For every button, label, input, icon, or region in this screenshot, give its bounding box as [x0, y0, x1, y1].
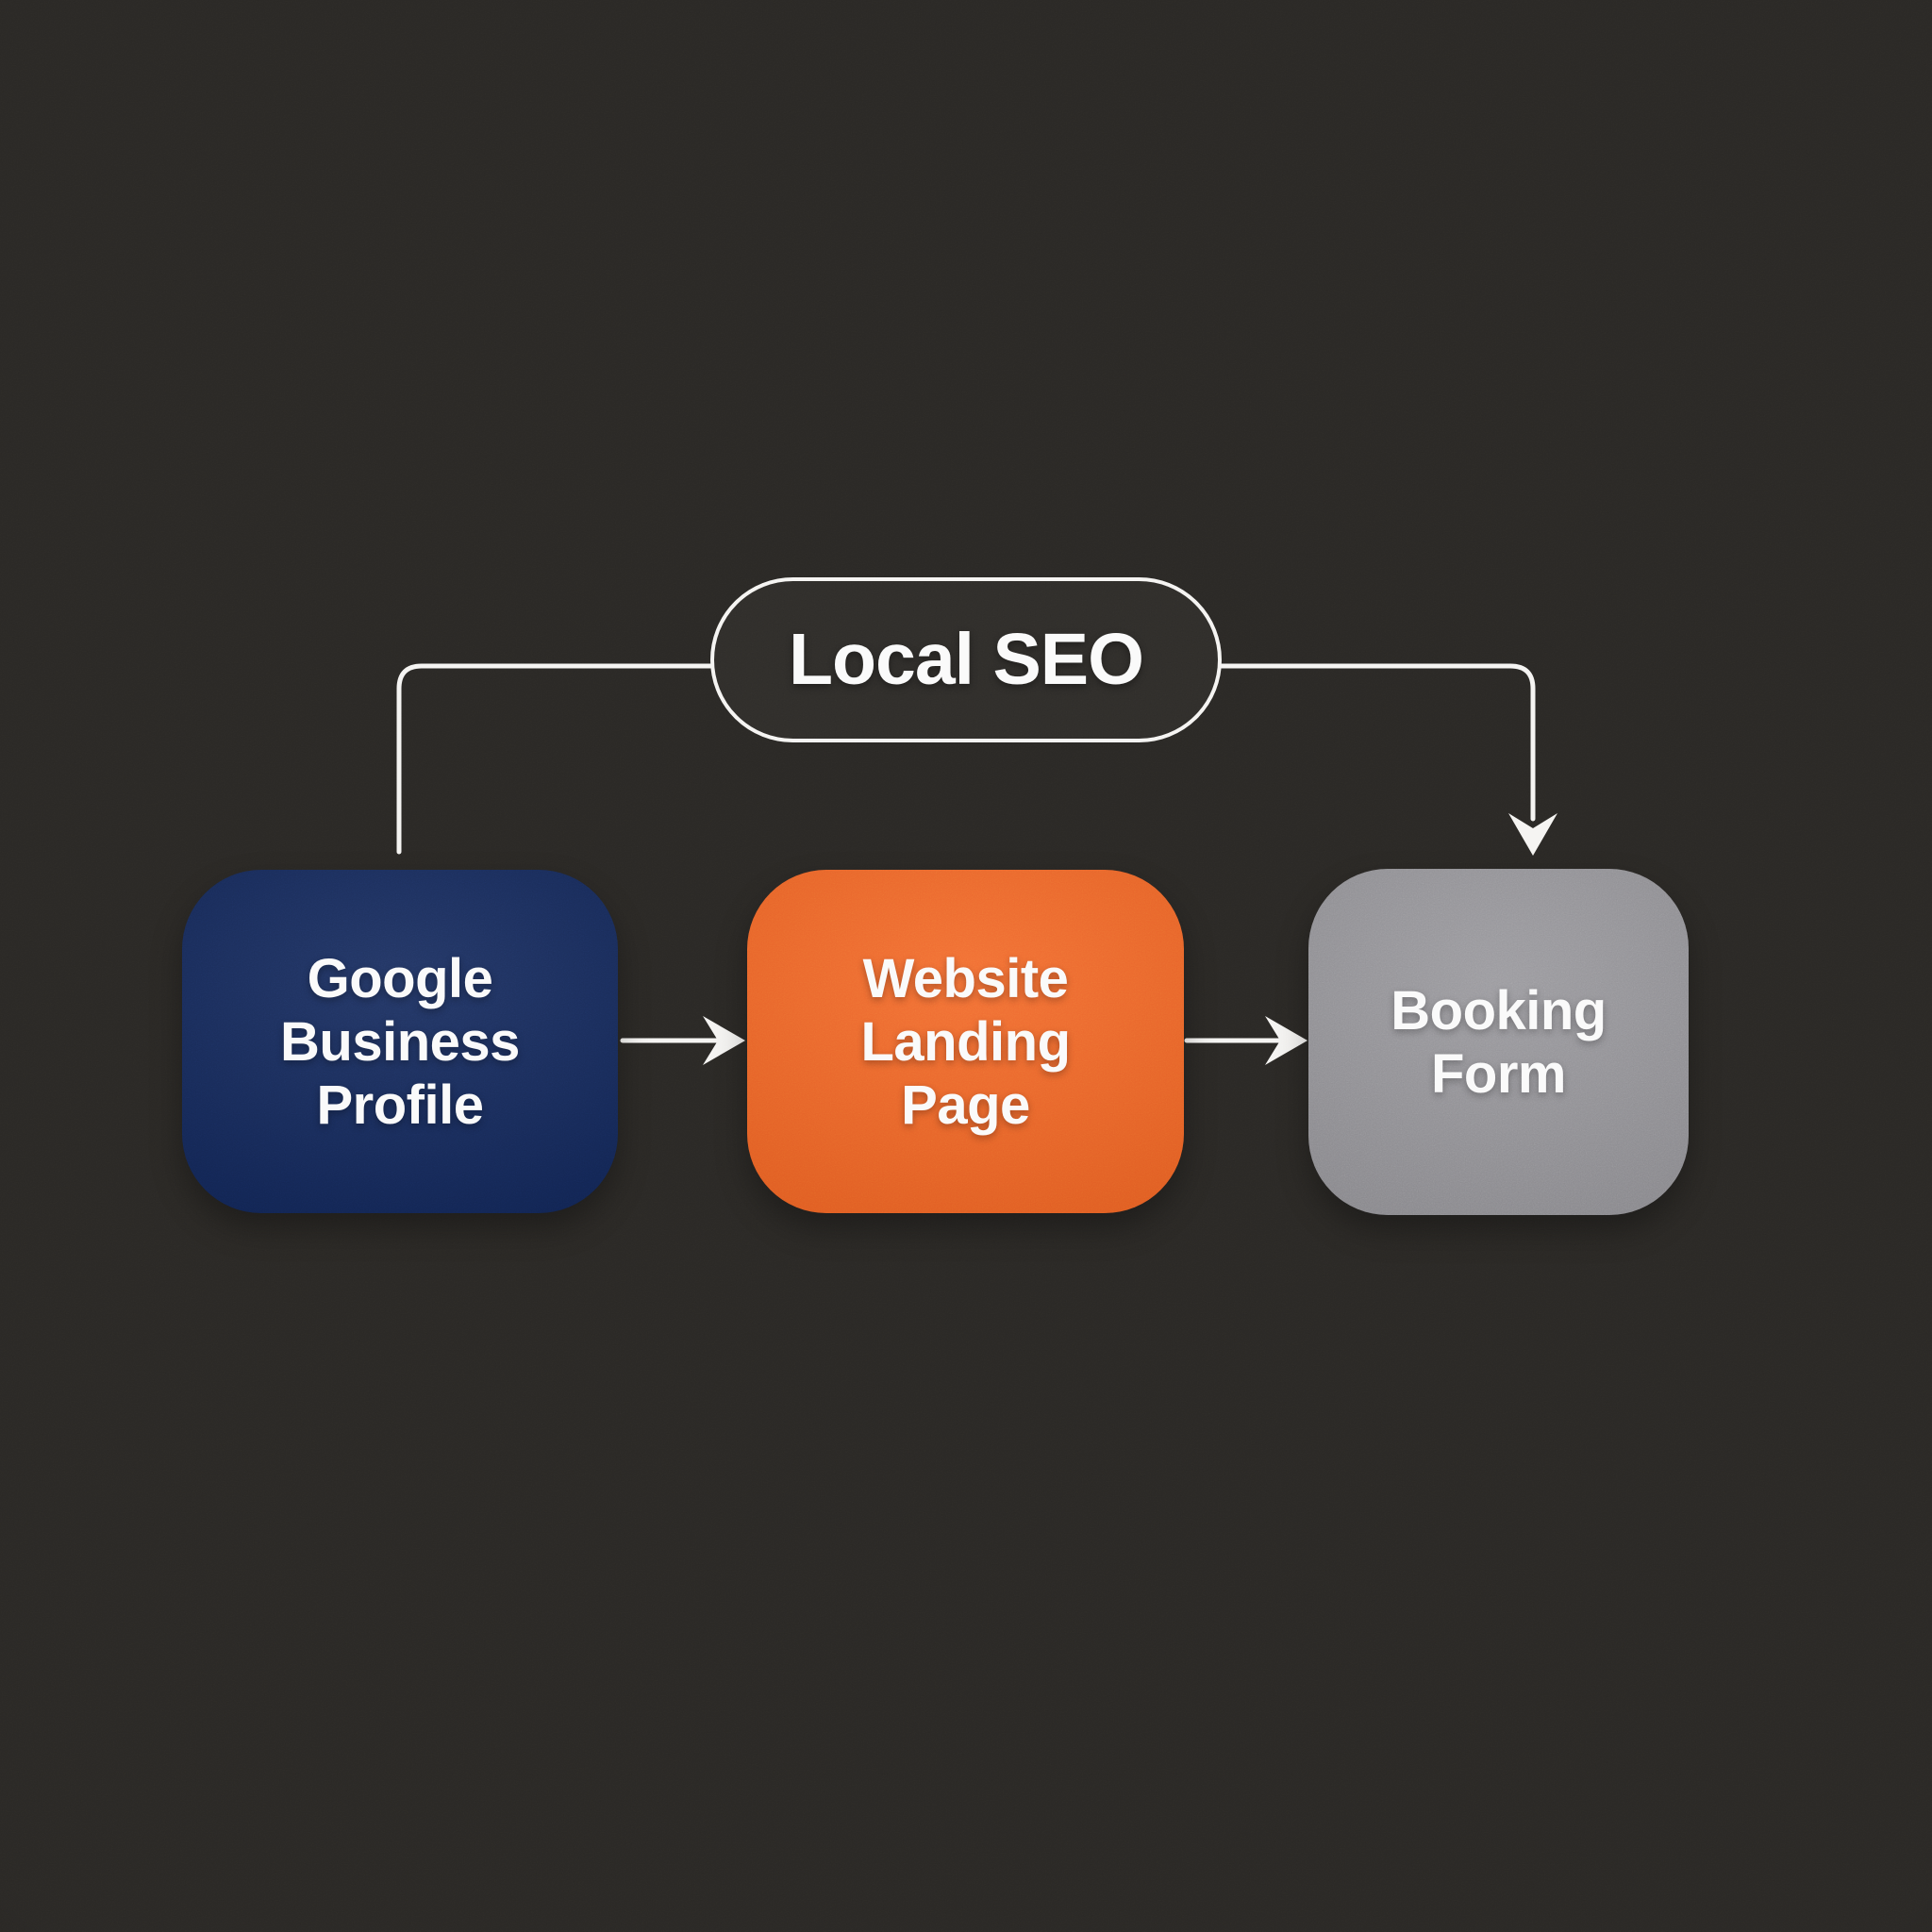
node-website-landing-page: Website Landing Page [747, 870, 1184, 1213]
arrowhead-right-website [703, 1016, 745, 1065]
node-label-line: Page [901, 1074, 1030, 1136]
node-google-business-profile-label: Google Business Profile [280, 947, 520, 1137]
node-google-business-profile: Google Business Profile [182, 870, 618, 1213]
node-label-line: Google [307, 947, 493, 1009]
node-booking-form: Booking Form [1308, 869, 1689, 1215]
local-seo-pill: Local SEO [710, 577, 1222, 742]
node-booking-form-label: Booking Form [1391, 979, 1607, 1106]
node-website-landing-page-label: Website Landing Page [860, 947, 1071, 1137]
node-label-line: Business [280, 1010, 520, 1073]
edge-localseo-to-google [396, 663, 713, 855]
arrowhead-right-booking [1265, 1016, 1307, 1065]
arrowhead-down-booking [1508, 813, 1557, 856]
node-label-line: Form [1430, 1042, 1567, 1105]
node-label-line: Website [862, 947, 1069, 1009]
node-label-line: Booking [1391, 979, 1607, 1041]
node-label-line: Landing [860, 1010, 1071, 1073]
edge-localseo-to-booking [1219, 663, 1536, 822]
node-label-line: Profile [316, 1074, 484, 1136]
local-seo-label: Local SEO [788, 619, 1144, 700]
